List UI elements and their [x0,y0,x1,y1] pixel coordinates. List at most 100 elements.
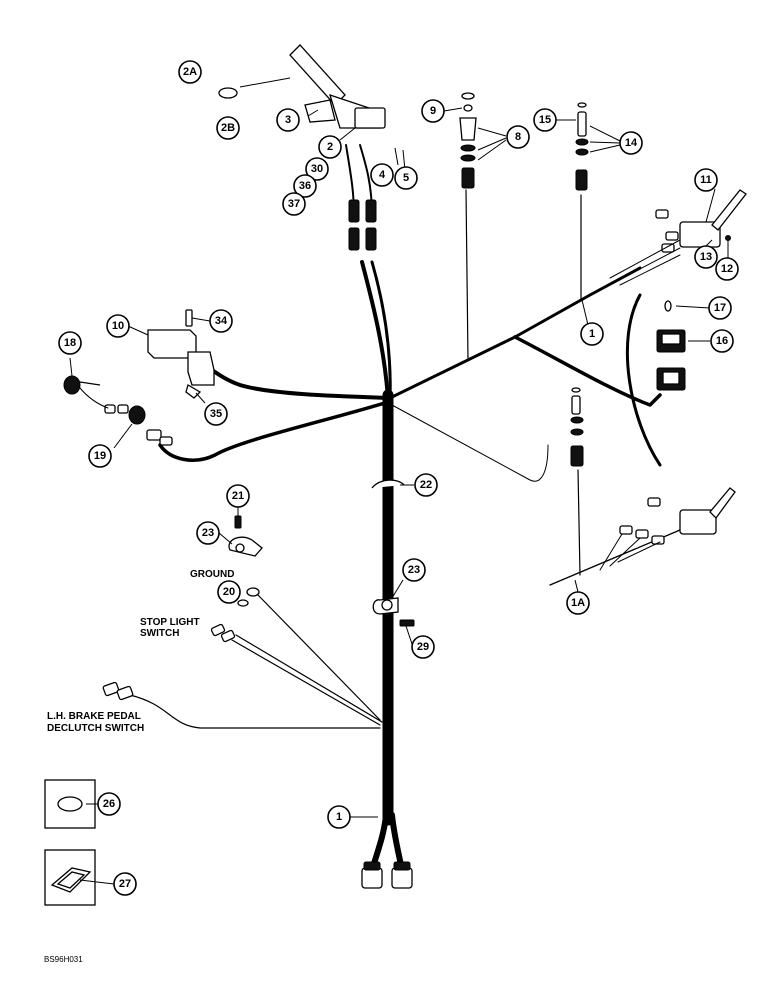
callouts: 2A 2B 3 2 30 36 37 4 5 9 8 15 14 11 13 1… [58,60,739,896]
svg-text:2: 2 [327,141,333,153]
callout-1-upper: 1 [580,322,604,346]
trunk-connectors [348,199,377,251]
svg-text:23: 23 [408,564,420,576]
callout-17: 17 [708,296,732,320]
callout-4: 4 [370,163,394,187]
lead-brake [129,694,381,729]
stop-light-label-2: SWITCH [140,628,179,639]
svg-text:23: 23 [202,527,214,539]
text-labels: GROUND STOP LIGHT SWITCH L.H. BRAKE PEDA… [44,569,234,964]
svg-text:35: 35 [210,408,222,420]
callout-21: 21 [226,484,250,508]
callout-27: 27 [113,872,137,896]
brake-label-2: DECLUTCH SWITCH [47,723,144,734]
callout-22: 22 [414,473,438,497]
brake-label-1: L.H. BRAKE PEDAL [47,711,141,722]
upper-trunk [360,260,390,402]
callout-2: 2 [318,135,342,159]
inset-cover-27 [44,849,96,906]
svg-text:36: 36 [299,180,311,192]
callout-23-upper: 23 [196,521,220,545]
callout-2A: 2A [178,60,202,84]
svg-text:5: 5 [403,172,409,184]
callout-8: 8 [506,125,530,149]
callout-5: 5 [394,166,418,190]
callout-30: 30 [305,157,329,181]
svg-text:1: 1 [336,811,342,823]
svg-text:26: 26 [103,798,115,810]
callout-23-lower: 23 [402,558,426,582]
callout-34: 34 [209,309,233,333]
leader-lines [69,107,716,885]
svg-text:17: 17 [714,302,726,314]
lead-stoplight-2 [235,634,383,723]
svg-text:37: 37 [288,198,300,210]
branch-16 [513,335,662,407]
svg-text:13: 13 [700,251,712,263]
callout-37: 37 [282,192,306,216]
svg-text:8: 8 [515,131,521,143]
callout-13: 13 [694,245,718,269]
turn-signal-switch [218,44,386,129]
svg-text:2A: 2A [183,66,197,78]
switch-11 [609,189,747,286]
callout-35: 35 [204,402,228,426]
branch-19 [158,400,390,462]
callout-1A: 1A [566,591,590,615]
callout-12: 12 [715,257,739,281]
callout-19: 19 [88,444,112,468]
callout-1-lower: 1 [327,805,351,829]
clamps [228,479,405,615]
ground-label: GROUND [190,569,234,580]
upper-trunk-2 [370,260,392,402]
svg-text:14: 14 [625,137,638,149]
light-switch-8 [459,92,477,189]
svg-text:9: 9 [430,105,436,117]
svg-text:11: 11 [700,174,712,186]
lead-8 [465,189,469,361]
lead-20 [257,594,381,721]
svg-text:3: 3 [285,114,291,126]
callout-18: 18 [58,331,82,355]
diag-wire [391,404,549,482]
callout-14: 14 [619,131,643,155]
ground-terminals [102,587,415,701]
stop-light-label-1: STOP LIGHT [140,617,200,628]
callout-9: 9 [421,99,445,123]
connectors-18-19 [63,375,173,446]
module-10 [147,309,215,399]
callout-20: 20 [217,580,241,604]
svg-text:20: 20 [223,586,235,598]
switch-1A [570,387,736,571]
svg-text:34: 34 [215,315,228,327]
svg-text:1: 1 [589,328,595,340]
arc-16 [625,293,662,467]
rocker-switch-16 [656,300,686,391]
figure-code: BS96H031 [44,955,83,964]
callout-10: 10 [106,314,130,338]
branch-10 [203,363,392,400]
callout-11: 11 [694,168,718,192]
callout-16: 16 [710,329,734,353]
svg-text:27: 27 [119,878,131,890]
svg-text:22: 22 [420,479,432,491]
svg-text:15: 15 [539,114,551,126]
svg-text:2B: 2B [221,122,235,134]
callout-29: 29 [411,635,435,659]
svg-text:1A: 1A [571,597,585,609]
bottom-connectors [361,861,413,889]
svg-text:21: 21 [232,490,244,502]
svg-text:10: 10 [112,320,124,332]
branch-1A-lead [577,469,581,576]
svg-text:19: 19 [94,450,106,462]
switch-14 [575,102,589,191]
callout-2B: 2B [216,116,240,140]
callout-26: 26 [97,792,121,816]
callout-3: 3 [276,108,300,132]
svg-text:16: 16 [716,335,728,347]
svg-text:29: 29 [417,641,429,653]
svg-text:18: 18 [64,337,76,349]
harness-wires [129,144,681,873]
callout-36: 36 [293,174,317,198]
